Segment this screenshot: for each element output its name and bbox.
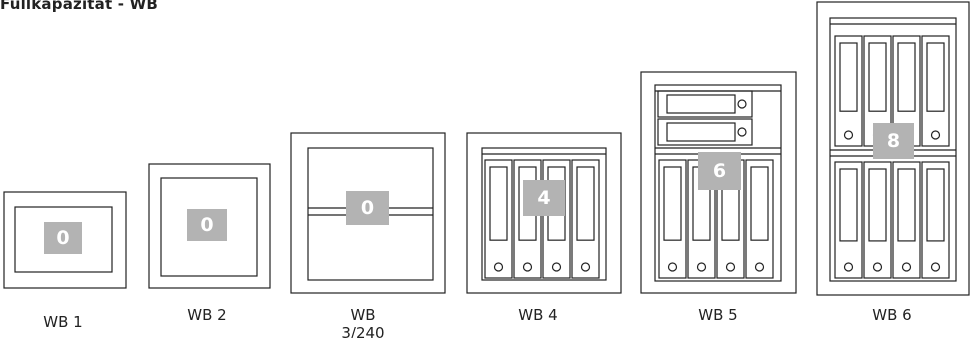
- binder-icon: [484, 159, 513, 279]
- capacity-badge-wb4: 4: [523, 180, 565, 216]
- capacity-badge-wb6: 8: [873, 123, 914, 159]
- safe-label-wb2: WB 2: [187, 306, 227, 324]
- binder-icon: [658, 159, 687, 279]
- binder-group-wb4: [484, 159, 600, 279]
- drawer-icon: [657, 90, 753, 118]
- safe-wb2: [148, 163, 271, 289]
- binder-icon: [834, 161, 863, 279]
- capacity-badge-wb3: 0: [346, 191, 389, 225]
- drawer-icon: [657, 118, 753, 146]
- binder-icon: [571, 159, 600, 279]
- binder-icon: [921, 161, 950, 279]
- capacity-badge-wb2: 0: [187, 209, 227, 241]
- safe-wb4: [466, 132, 622, 294]
- capacity-badge-wb5: 6: [698, 152, 741, 190]
- binder-icon: [863, 161, 892, 279]
- page-title: Füllkapazität - WB: [0, 0, 159, 13]
- binder-icon: [542, 159, 571, 279]
- binder-icon: [921, 35, 950, 147]
- safe-label-wb6: WB 6: [872, 306, 912, 324]
- binder-icon: [513, 159, 542, 279]
- binder-icon: [834, 35, 863, 147]
- safe-label-wb3: WB 3/240: [341, 306, 385, 338]
- capacity-badge-wb1: 0: [44, 222, 82, 254]
- binder-icon: [745, 159, 774, 279]
- binder-icon: [892, 161, 921, 279]
- safe-label-wb1: WB 1: [43, 313, 83, 331]
- safe-wb1: [3, 191, 127, 289]
- binder-group-wb6-bottom: [834, 161, 950, 279]
- safe-label-wb4: WB 4: [518, 306, 558, 324]
- safe-label-wb5: WB 5: [698, 306, 738, 324]
- binder-group-wb6-top: [834, 35, 950, 147]
